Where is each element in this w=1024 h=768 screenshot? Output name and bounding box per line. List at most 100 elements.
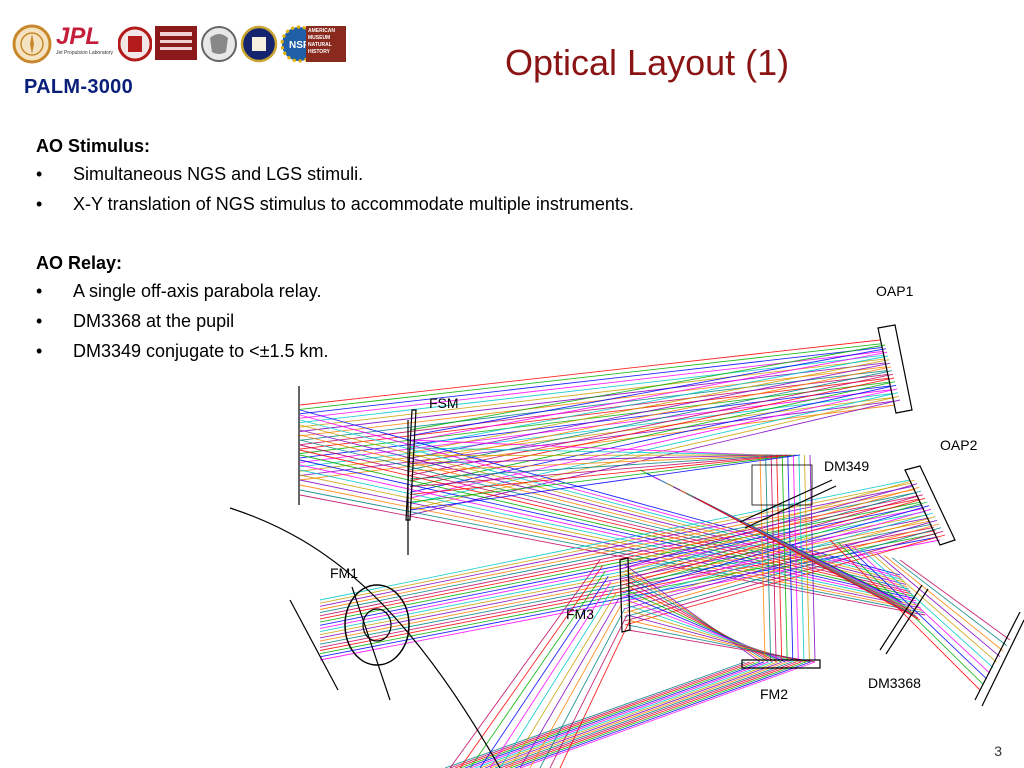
bullet-dot: • [36,341,43,361]
ray [409,366,892,465]
ray [623,519,938,610]
ray [504,661,802,768]
ray [539,608,625,768]
relay-heading: AO Relay: [36,253,123,273]
focal-surface-arc [229,507,501,768]
ray [319,492,917,614]
ray [494,661,792,768]
jpl-logo: JPL Jet Propulsion Laboratory [56,24,114,64]
ray [776,454,783,661]
ray [299,396,894,472]
ray [299,400,895,477]
ray [622,508,932,598]
ray [299,494,926,616]
ray [319,517,929,639]
ray [409,348,887,437]
cornell-banner-logo [155,26,197,60]
bullet-text: A single off-axis parabola relay. [73,281,322,301]
ray [409,454,774,464]
cornell-seal-logo [118,26,152,62]
output-window-edge [981,619,1024,707]
bullet-dot: • [36,281,43,301]
ray [624,530,944,622]
ray [409,454,778,472]
ray [509,661,806,768]
ray [319,482,912,604]
ray [299,393,893,468]
ray [299,449,912,595]
ray [891,557,1007,646]
ray [787,454,794,661]
ray [489,581,612,768]
dm3368-mirror-edge [885,588,929,655]
project-name: PALM-3000 [24,76,134,98]
ray [409,454,783,480]
ray [409,454,787,488]
ray [860,548,994,669]
bullet-dot: • [36,194,43,214]
ray [409,454,792,495]
ray [409,373,894,476]
ray [868,550,997,663]
ray [559,619,631,768]
ray [479,661,778,768]
ray [409,359,890,454]
ray [444,661,746,768]
bullet-dot: • [36,164,43,184]
oap1-mirror [877,324,913,414]
ray [299,404,896,481]
ray [620,486,920,574]
ray [299,343,881,410]
jpl-logo-subtext: Jet Propulsion Laboratory [56,50,113,56]
stimulus-arm-a [289,599,339,691]
label-fm1: FM1 [330,565,358,581]
ray [409,447,765,456]
ray [449,559,601,768]
ray [409,344,886,431]
ray [514,661,811,768]
ray [409,381,896,488]
fm2-mirror [741,659,821,669]
dm3368-mirror [879,584,923,651]
amnh-logo-text: AMERICAN MUSEUM NATURAL HISTORY [308,28,335,55]
ray [852,546,991,674]
ray [792,454,799,661]
stimulus-heading: AO Stimulus: [36,136,151,156]
ray [781,454,788,661]
ray [299,459,915,599]
label-oap1: OAP1 [876,283,914,299]
ray [499,661,797,768]
ray [519,597,620,768]
ray [484,661,783,768]
ray [529,603,623,768]
bullet-text: DM3368 at the pupil [73,311,235,331]
ray [621,501,928,590]
label-fm3: FM3 [566,606,594,622]
ray [299,366,887,437]
ray [459,661,760,768]
ray-bundles [299,339,1011,768]
fm1-inner [362,608,392,642]
ray [474,661,774,768]
ray [299,347,882,415]
ray [549,614,628,768]
dm349-mount [751,464,813,506]
fm1-mirror [344,584,410,666]
amnh-logo: AMERICAN MUSEUM NATURAL HISTORY [306,26,346,62]
ray [509,592,617,768]
ray [319,520,931,642]
ray [299,464,917,602]
caltech-seal-logo [12,24,52,64]
ray [519,661,816,768]
ray [319,498,920,620]
optical-components [229,324,1024,768]
ray [409,351,888,442]
ray [299,429,907,585]
oxford-seal-logo [240,25,278,63]
slide-content: AO Stimulus: • Simultaneous NGS and LGS … [36,133,836,366]
dm349-mirror-edge [744,485,837,529]
oap2-mirror [904,465,956,546]
ray [459,565,604,768]
ray [409,454,801,511]
ray [489,661,788,768]
